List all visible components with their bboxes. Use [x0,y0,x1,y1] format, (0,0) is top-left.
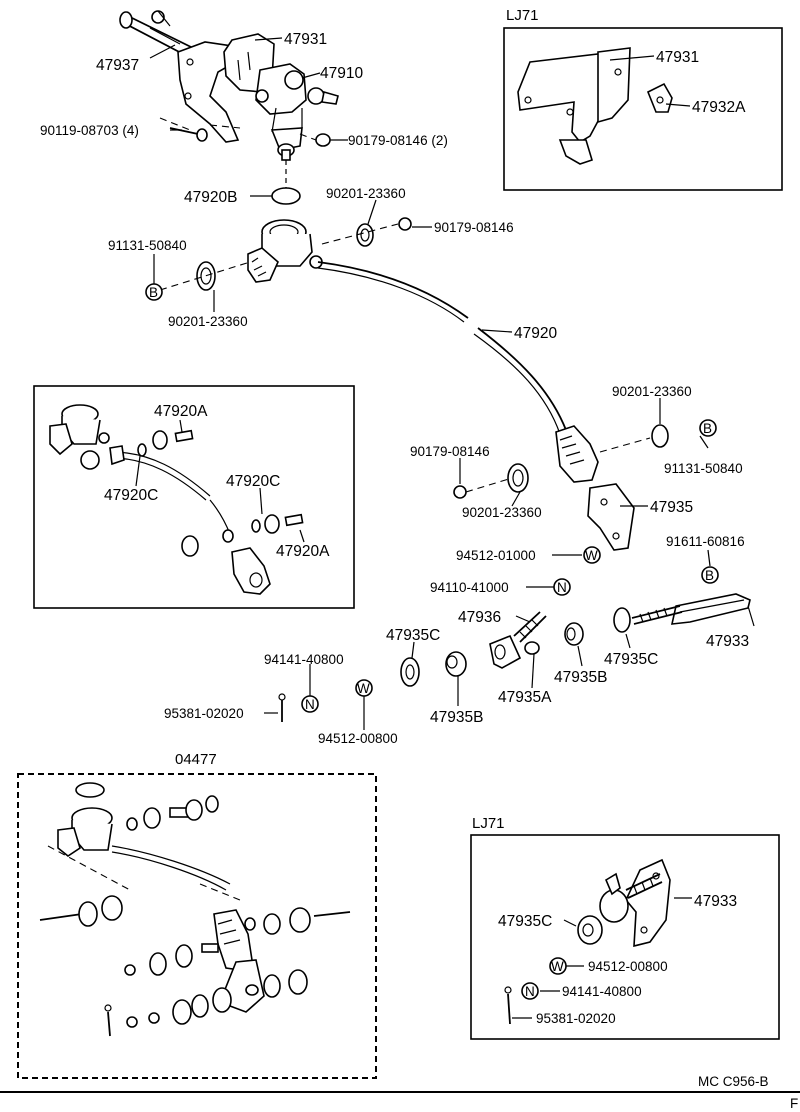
lj71-top-box-title: LJ71 [506,7,539,24]
label-47920c: 47920C [104,487,158,504]
label-47935c: 47935C [604,651,658,668]
washer-symbol: W [357,681,370,696]
label-lj71-47933: 47933 [694,893,737,910]
label-lj71-47935c: 47935C [498,913,552,930]
label-90179-08146-x2: 90179-08146 (2) [348,133,448,148]
label-90201-23360: 90201-23360 [168,314,248,329]
label-95381-02020: 95381-02020 [164,706,244,721]
washer-symbol: W [551,959,564,974]
label-47937: 47937 [96,57,139,74]
label-lj71-47931: 47931 [656,49,699,66]
kit-04477-drawing [39,782,351,1037]
label-47920b: 47920B [184,189,237,206]
inset-box-left [33,385,355,609]
label-lj71-95381-02020: 95381-02020 [536,1011,616,1026]
label-94512-00800: 94512-00800 [318,731,398,746]
label-90179-08146: 90179-08146 [410,444,490,459]
valve-assembly-drawing [119,10,339,161]
bolt-symbol: B [149,285,158,300]
nut-symbol: N [305,697,315,712]
label-47920: 47920 [514,325,557,342]
label-91131-50840: 91131-50840 [664,461,743,476]
label-94110-41000: 94110-41000 [430,580,509,595]
label-47920a: 47920A [276,543,330,560]
callout-symbols: B B W B N N W W N [145,283,719,1000]
seal-and-housing [159,160,412,291]
washer-symbol: W [585,548,598,563]
label-47935c: 47935C [386,627,440,644]
footer-code: MC C956-B [698,1074,769,1089]
leader-lines [135,37,755,1019]
label-94512-01000: 94512-01000 [456,548,536,563]
label-47935b: 47935B [430,709,483,726]
label-47935: 47935 [650,499,693,516]
nut-symbol: N [525,984,535,999]
lj71-bottom-drawing [504,858,671,1025]
label-90201-23360: 90201-23360 [462,505,542,520]
inset-drawing [49,404,304,595]
label-lj71-94512-00800: 94512-00800 [588,959,668,974]
lj71-top-drawing [517,47,673,165]
label-47910: 47910 [320,65,363,82]
kit-04477-box [17,773,377,1079]
label-91611-60816: 91611-60816 [666,534,745,549]
brake-pipe-47920 [317,261,567,435]
label-47920c: 47920C [226,473,280,490]
lj71-bottom-box-title: LJ71 [472,815,505,832]
label-90119-08703: 90119-08703 (4) [40,123,139,138]
footer-corner-mark: F [790,1096,798,1111]
kit-04477-title: 04477 [175,751,217,768]
label-90201-23360: 90201-23360 [326,186,406,201]
label-47920a: 47920A [154,403,208,420]
linkage-parts [278,593,751,722]
lj71-top-box [503,27,783,191]
part-labels: 47937 47931 47910 90119-08703 (4) 90179-… [40,31,749,1026]
lj71-bottom-box [470,834,780,1040]
label-lj71-47932a: 47932A [692,99,746,116]
label-47935b: 47935B [554,669,607,686]
label-47936: 47936 [458,609,501,626]
label-47931: 47931 [284,31,327,48]
label-91131-50840: 91131-50840 [108,238,187,253]
bolt-symbol: B [705,568,714,583]
bolt-symbol: B [703,421,712,436]
label-lj71-94141-40800: 94141-40800 [562,984,642,999]
label-94141-40800: 94141-40800 [264,652,344,667]
label-90179-08146: 90179-08146 [434,220,514,235]
label-47935a: 47935A [498,689,552,706]
label-47933: 47933 [706,633,749,650]
label-90201-23360: 90201-23360 [612,384,692,399]
pipe-lower-fitting [453,424,669,551]
nut-symbol: N [557,580,567,595]
